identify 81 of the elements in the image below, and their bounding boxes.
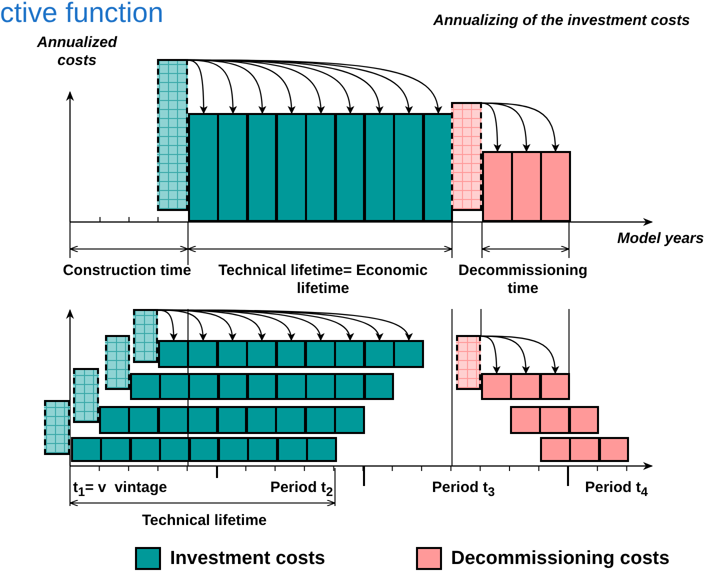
construction-cost-block (157, 59, 188, 211)
investment-cost-block (187, 406, 218, 434)
investment-cost-block (217, 113, 248, 222)
investment-cost-block (275, 406, 306, 434)
investment-cost-block (276, 113, 307, 222)
dimension-label: Technical lifetime (142, 512, 267, 530)
legend-label: Investment costs (170, 548, 326, 570)
investment-cost-block (393, 340, 424, 368)
investment-cost-block (276, 373, 307, 400)
investment-cost-block (246, 113, 278, 222)
investment-cost-block (130, 437, 161, 462)
investment-cost-block (218, 437, 249, 462)
investment-cost-block (159, 437, 190, 462)
investment-cost-block (334, 406, 366, 434)
chart-title: Annualizing of the investment costs (433, 12, 690, 30)
decommissioning-cost-block (510, 373, 542, 400)
decommissioning-cost-block (511, 151, 542, 222)
investment-cost-block (71, 437, 102, 462)
investment-cost-block (218, 373, 248, 400)
dimension-label: Decommissioning time (457, 262, 589, 298)
investment-cost-block (188, 113, 219, 222)
investment-cost-block (306, 437, 338, 462)
investment-cost-block (246, 406, 277, 434)
curved-arrow (479, 335, 559, 374)
investment-cost-block (99, 406, 130, 434)
period-label: Period t$_{2}$ (270, 479, 333, 501)
construction-cost-block (133, 309, 158, 363)
investment-cost-block (187, 340, 218, 368)
investment-cost-block (188, 373, 220, 400)
axis-label: Annualized costs (36, 34, 118, 70)
legend-label: Decommissioning costs (451, 548, 670, 570)
investment-cost-block (422, 113, 454, 222)
axis-label: Model years (617, 230, 704, 248)
investment-cost-block (334, 113, 366, 222)
investment-cost-block (276, 340, 306, 368)
decommissioning-cost-block (451, 102, 482, 211)
decommissioning-cost-block (598, 437, 630, 462)
decommissioning-cost-block (540, 373, 570, 400)
dimension-label: Construction time (62, 262, 192, 280)
investment-cost-block (246, 340, 278, 368)
investment-cost-block (159, 373, 190, 400)
period-label: Period t$_{3}$ (432, 479, 495, 501)
construction-cost-block (73, 368, 98, 423)
investment-cost-block (158, 340, 189, 368)
dimension-label: Technical lifetime= Economic lifetime (218, 262, 428, 298)
decommissioning-cost-block (569, 437, 600, 462)
curved-arrow (480, 102, 560, 152)
investment-cost-block (130, 373, 161, 400)
period-label: Period t$_{4}$ (585, 479, 648, 501)
investment-cost-block (158, 406, 189, 434)
decommissioning-cost-block (510, 406, 541, 434)
construction-cost-block (105, 335, 130, 390)
investment-cost-block (304, 406, 336, 434)
investment-cost-block (334, 373, 366, 400)
decommissioning-cost-block (540, 437, 571, 462)
investment-cost-block (305, 373, 336, 400)
investment-cost-block (216, 340, 248, 368)
investment-cost-block (246, 373, 278, 400)
decommissioning-cost-block (456, 335, 480, 390)
curved-arrow (186, 59, 208, 114)
investment-cost-block (393, 113, 424, 222)
decommissioning-cost-block (540, 151, 570, 222)
investment-cost-block (247, 437, 278, 462)
investment-cost-block (128, 406, 160, 434)
investment-cost-block (276, 437, 308, 462)
decommissioning-cost-block (482, 151, 512, 222)
investment-cost-block (364, 340, 395, 368)
decommissioning-cost-block (568, 406, 600, 434)
slide-heading: ctive function (0, 0, 164, 28)
construction-cost-block (44, 400, 70, 455)
investment-cost-block (334, 340, 366, 368)
investment-cost-block (188, 437, 220, 462)
decommissioning-cost-block (539, 406, 570, 434)
investment-cost-block (364, 113, 395, 222)
investment-cost-block (364, 373, 394, 400)
investment-cost-block (216, 406, 248, 434)
investment-cost-block (305, 113, 336, 222)
period-label: t$_{1}$= v vintage (73, 479, 168, 501)
decommissioning-cost-block (481, 373, 512, 400)
investment-cost-block (305, 340, 336, 368)
investment-cost-block (100, 437, 132, 462)
